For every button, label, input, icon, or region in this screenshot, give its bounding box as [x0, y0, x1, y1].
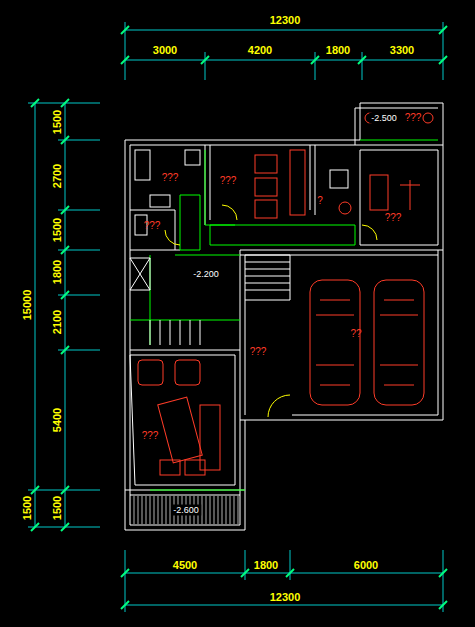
- dimension: 1800: [326, 45, 350, 56]
- dimension: 4500: [173, 560, 197, 571]
- elevation: -2.200: [191, 269, 221, 280]
- dimension-ticks: [31, 26, 447, 609]
- room-name: ???: [250, 347, 267, 357]
- room-name: ???: [142, 431, 159, 441]
- dimension: 1500: [22, 496, 33, 520]
- dimension: 1500: [52, 218, 63, 242]
- walls: [125, 103, 443, 530]
- dimension: 1800: [254, 560, 278, 571]
- room-name: ???: [220, 176, 237, 186]
- dimension: 6000: [354, 560, 378, 571]
- stairs: [130, 255, 290, 345]
- room-name: ?: [317, 196, 323, 206]
- room-name: ???: [144, 221, 161, 231]
- dimension: 1800: [52, 260, 63, 284]
- room-name: ???: [385, 213, 402, 223]
- dimension: 3300: [390, 45, 414, 56]
- dimension: 2700: [52, 164, 63, 188]
- elevation: -2.500: [369, 113, 399, 124]
- room-name: ??: [350, 329, 361, 339]
- dimension: 4200: [248, 45, 272, 56]
- furniture: [138, 113, 433, 475]
- porch-hatch: [131, 496, 239, 524]
- dimension: 5400: [52, 408, 63, 432]
- room-name: ???: [405, 113, 422, 123]
- green-lines: [130, 140, 438, 490]
- fixtures: [135, 150, 348, 235]
- dimension: 12300: [270, 15, 301, 26]
- dimension: 2100: [52, 310, 63, 334]
- doors: [165, 205, 377, 417]
- dimension: 1500: [52, 496, 63, 520]
- room-name: ???: [162, 173, 179, 183]
- dimension: 3000: [153, 45, 177, 56]
- dimension-lines: [28, 22, 443, 612]
- dimension: 1500: [52, 110, 63, 134]
- dimension: 12300: [270, 592, 301, 603]
- elevation: -2.600: [171, 505, 201, 516]
- dimension: 15000: [22, 290, 33, 321]
